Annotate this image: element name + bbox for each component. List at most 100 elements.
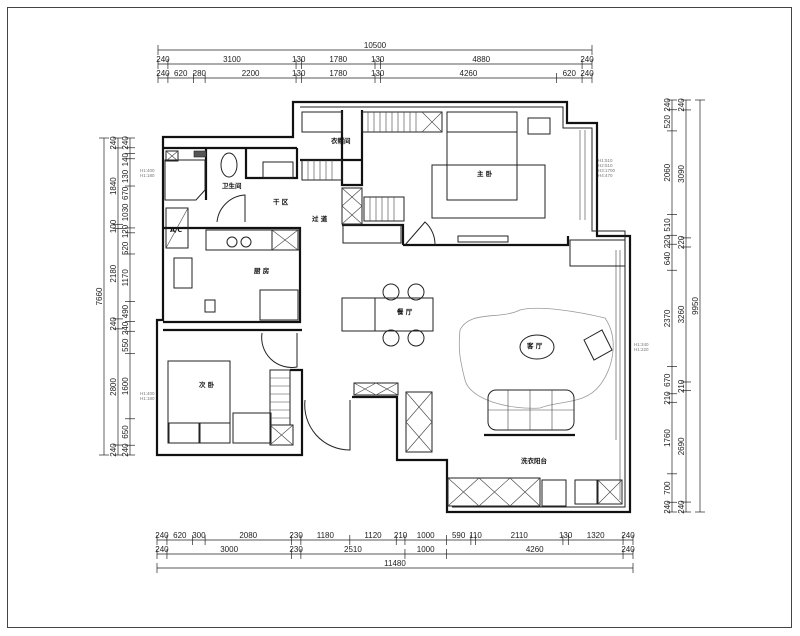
living-furniture	[458, 307, 614, 437]
dimension-label: 4260	[526, 545, 544, 554]
dimension-label: 3100	[223, 55, 241, 64]
dimension-label: 240	[663, 500, 672, 514]
dimension-label: 3260	[677, 305, 686, 323]
dimension-label: 1000	[417, 531, 435, 540]
dimension-label: 240	[121, 321, 130, 335]
dimension-label: 510	[663, 218, 672, 232]
toilet-icon	[220, 152, 238, 178]
dimension-label: 490	[121, 304, 130, 318]
svg-text:H1:180: H1:180	[140, 173, 155, 178]
dimension-label: 1320	[587, 531, 605, 540]
svg-text:H3:1700: H3:1700	[598, 168, 616, 173]
svg-text:H4:470: H4:470	[598, 173, 613, 178]
dimension-label: 240	[580, 69, 594, 78]
dimension-label: 2180	[109, 264, 118, 282]
dimension-label: 2060	[663, 163, 672, 181]
room-label-living: 客 厅	[526, 341, 543, 350]
dimension-label: 4880	[472, 55, 490, 64]
dimension-label: 240	[621, 531, 635, 540]
dimension-label: 240	[621, 545, 635, 554]
inner-wall-line	[300, 106, 626, 508]
dimension-label: 7660	[95, 287, 104, 305]
outer-wall	[155, 100, 632, 514]
svg-text:H2:510: H2:510	[598, 163, 613, 168]
dimension-label: 3090	[677, 164, 686, 182]
svg-text:H1:400: H1:400	[140, 168, 155, 173]
dimension-label: 240	[156, 55, 170, 64]
dimension-label: 1780	[329, 55, 347, 64]
room-label-cloakroom: 衣帽间	[331, 136, 351, 145]
dimension-label: 220	[663, 235, 672, 249]
room-label-ac: A/C	[170, 226, 182, 234]
svg-text:H1:340: H1:340	[634, 342, 649, 347]
dimension-label: 2510	[344, 545, 362, 554]
dimension-label: 230	[289, 545, 303, 554]
master-door[interactable]	[404, 221, 436, 246]
drawing-frame	[7, 7, 792, 628]
dimension-label: 210	[677, 379, 686, 393]
room-label-second-bedroom: 次 卧	[199, 380, 215, 389]
dimension-label: 1000	[417, 545, 435, 554]
dimension-label: 240	[580, 55, 594, 64]
dimension-label: 130	[371, 69, 385, 78]
dimension-label: 1170	[121, 269, 130, 287]
dimension-label: 110	[469, 531, 482, 540]
dimension-label: 240	[677, 98, 686, 112]
dimension-label: 100	[109, 219, 118, 233]
dimension-label: 700	[663, 481, 672, 495]
dimension-label: 2080	[239, 531, 257, 540]
dimension-label: 210	[663, 391, 672, 405]
dimension-label: 1180	[317, 531, 335, 540]
bathroom-fixtures	[164, 150, 294, 249]
dimension-label: 140	[121, 152, 130, 166]
dimension-label: 1760	[663, 429, 672, 447]
dimension-label: 240	[155, 545, 169, 554]
room-label-dry-area: 干 区	[273, 198, 289, 206]
entrance-door[interactable]	[304, 399, 351, 451]
dimension-label: 300	[192, 531, 206, 540]
dimension-label: 240	[109, 136, 118, 150]
dimension-label: 210	[394, 531, 408, 540]
bathroom-door[interactable]	[216, 194, 246, 223]
dimension-label: 520	[663, 114, 672, 128]
room-label-dining: 餐 厅	[396, 307, 413, 316]
dimension-label: 240	[155, 531, 169, 540]
fridge	[259, 289, 299, 321]
sink-icon	[262, 161, 294, 179]
note-second: H1:400 H1:180	[140, 391, 155, 401]
dimension-label: 620	[563, 69, 577, 78]
note-living: H1:340 H1:220	[634, 342, 649, 352]
svg-text:H1:510: H1:510	[598, 158, 613, 163]
dimension-label: 130	[292, 55, 306, 64]
dimension-label: 3000	[220, 545, 238, 554]
dimension-label: 10500	[364, 41, 387, 50]
dimension-label: 670	[121, 186, 130, 200]
dimension-label: 280	[193, 69, 207, 78]
dimension-label: 240	[677, 500, 686, 514]
svg-text:H1:220: H1:220	[634, 347, 649, 352]
dimension-label: 2200	[242, 69, 260, 78]
room-label-master-bedroom: 主 卧	[477, 169, 493, 178]
dimension-label: 130	[121, 169, 130, 183]
bedroom-door[interactable]	[261, 332, 298, 368]
dimension-label: 1120	[364, 531, 382, 540]
dimension-label: 550	[121, 338, 130, 352]
dimension-label: 2110	[511, 531, 529, 540]
dimension-label: 1780	[329, 69, 347, 78]
room-label-kitchen: 厨 房	[254, 266, 270, 275]
dimension-label: 1840	[109, 177, 118, 195]
cabinets	[353, 239, 626, 507]
master-bed	[431, 111, 551, 243]
note-bath: H1:400 H1:180	[140, 168, 155, 178]
dimension-label: 11480	[384, 559, 406, 568]
dimension-label: 650	[121, 425, 130, 439]
dimension-label: 240	[121, 443, 130, 457]
second-bed	[167, 360, 294, 446]
dimension-label: 240	[156, 69, 170, 78]
stove-burner-icon	[226, 236, 238, 248]
kitchen-fixtures	[173, 229, 301, 321]
dimension-label: 130	[292, 69, 306, 78]
dimension-label: 640	[663, 251, 672, 265]
dimension-label: 130	[371, 55, 385, 64]
